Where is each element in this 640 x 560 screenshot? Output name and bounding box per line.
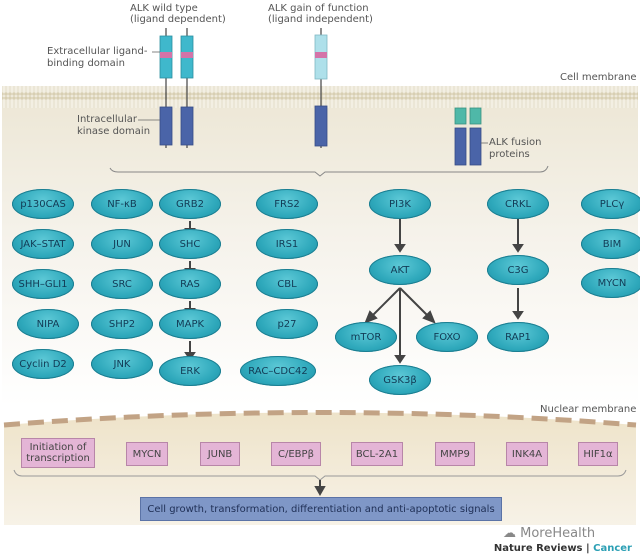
node-ras: RAS [159, 269, 221, 299]
node-shh-gli1: SHH–GLI1 [12, 269, 74, 299]
journal-credit: Nature Reviews | Cancer [494, 543, 632, 554]
node-nipa: NIPA [17, 309, 79, 339]
node-gsk3b: GSK3β [369, 365, 431, 395]
alk-fusion-protein-1 [454, 107, 467, 166]
extracellular-domain-label-line2: binding domain [47, 58, 125, 69]
node-mycn: MYCN [581, 268, 640, 298]
node-rap1: RAP1 [487, 322, 549, 352]
node-shc: SHC [159, 229, 221, 259]
receptor-bracket [109, 165, 549, 177]
journal-name: Nature Reviews [493, 543, 583, 554]
alk-wild-type-receptor-1 [159, 28, 173, 148]
nuclear-membrane [3, 410, 637, 428]
node-jak-stat: JAK–STAT [12, 229, 74, 259]
node-grb2: GRB2 [159, 189, 221, 219]
node-p130cas: p130CAS [12, 189, 74, 219]
outcome-box: Cell growth, transformation, differentia… [140, 497, 502, 521]
wechat-icon: ☁ [503, 526, 521, 541]
target-mmp9: MMP9 [435, 442, 475, 466]
node-jun: JUN [91, 229, 153, 259]
node-cyclin-d2: Cyclin D2 [12, 349, 74, 379]
node-bim: BIM [581, 229, 640, 259]
alk-fusion-label-line2: proteins [489, 149, 530, 160]
alk-gain-subtitle: (ligand independent) [268, 14, 373, 25]
node-jnk: JNK [91, 349, 153, 379]
journal-section: Cancer [593, 543, 632, 554]
nucleus-region [4, 412, 636, 525]
node-crkl: CRKL [487, 189, 549, 219]
target-cebpb: C/EBPβ [271, 442, 321, 466]
node-cbl: CBL [256, 269, 318, 299]
target-mycn: MYCN [126, 442, 168, 466]
node-foxo: FOXO [416, 322, 478, 352]
node-irs1: IRS1 [256, 229, 318, 259]
alk-wild-type-receptor-2 [180, 28, 194, 148]
node-nf-kb: NF-κB [91, 189, 153, 219]
node-src: SRC [91, 269, 153, 299]
node-erk: ERK [159, 356, 221, 386]
alk-fusion-label-line1: ALK fusion [489, 137, 542, 148]
credit-separator: | [582, 543, 594, 554]
alk-fusion-protein-2 [469, 107, 482, 166]
node-plcg: PLCγ [581, 189, 640, 219]
cell-membrane-label: Cell membrane [560, 72, 637, 83]
target-ink4a: INK4A [506, 442, 548, 466]
alk-wild-type-subtitle: (ligand dependent) [130, 14, 226, 25]
nuclear-membrane-label: Nuclear membrane [540, 404, 637, 415]
alk-gain-title: ALK gain of function [268, 3, 369, 14]
node-c3g: C3G [487, 255, 549, 285]
node-mapk: MAPK [159, 309, 221, 339]
target-hif1a: HIF1α [578, 442, 618, 466]
target-junb: JUNB [200, 442, 240, 466]
alk-gain-of-function-receptor [314, 28, 328, 148]
watermark-text: MoreHealth [520, 526, 596, 541]
node-akt: AKT [369, 255, 431, 285]
node-mtor: mTOR [335, 322, 397, 352]
node-p27: p27 [256, 309, 318, 339]
intracellular-domain-label-line1: Intracellular [77, 114, 138, 125]
watermark: ☁ MoreHealth [503, 526, 595, 541]
target-bcl-2a1: BCL-2A1 [351, 442, 403, 466]
cell-membrane [2, 86, 638, 108]
node-rac-cdc42: RAC–CDC42 [240, 356, 316, 386]
target-initiation-of-transcription: Initiation of transcription [21, 438, 95, 468]
extracellular-domain-label-line1: Extracellular ligand- [47, 46, 148, 57]
intracellular-domain-label-line2: kinase domain [77, 126, 151, 137]
node-pi3k: PI3K [369, 189, 431, 219]
node-shp2: SHP2 [91, 309, 153, 339]
node-frs2: FRS2 [256, 189, 318, 219]
alk-wild-type-title: ALK wild type [130, 3, 198, 14]
